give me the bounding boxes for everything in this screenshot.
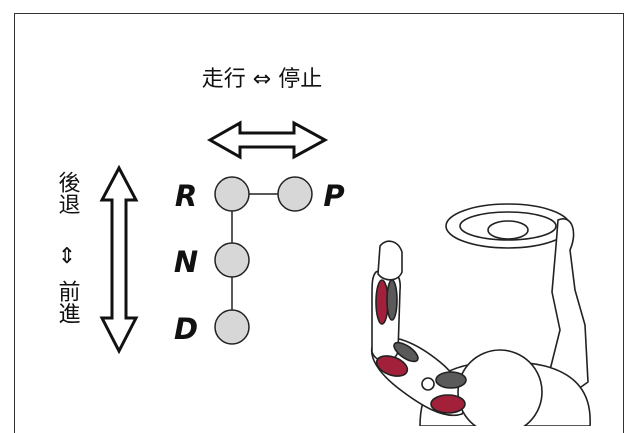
driver-left-hand [377, 240, 403, 281]
muscle-neutral-forearm [386, 279, 398, 321]
forward-label: 前進 [55, 280, 81, 324]
horizontal-double-arrow-icon [206, 120, 329, 160]
vertical-double-arrow-icon [99, 164, 139, 355]
diagram-frame [14, 13, 624, 433]
gear-label-d: D [174, 312, 198, 346]
joint-elbow [421, 377, 435, 391]
reverse-label: 後退 [55, 171, 81, 215]
gear-label-p: P [323, 179, 344, 213]
gear-label-r: R [175, 179, 197, 213]
muscle-active-elbow [375, 355, 409, 377]
gear-node-r[interactable] [214, 176, 250, 212]
gear-node-n[interactable] [214, 242, 250, 278]
gear-label-n: N [174, 245, 198, 279]
gear-node-p[interactable] [277, 176, 313, 212]
muscle-active-shoulder [430, 394, 466, 414]
gear-node-d[interactable] [214, 309, 250, 345]
steering-wheel-icon [445, 203, 571, 249]
drive-stop-label: 走行 ⇔ 停止 [202, 67, 322, 92]
muscle-neutral-upper-arm [393, 341, 419, 363]
vertical-arrow-label: ⇕ [58, 244, 76, 269]
muscle-active-forearm [375, 279, 389, 325]
muscle-neutral-shoulder [435, 371, 467, 389]
driver-figure [371, 203, 591, 426]
driver-right-arm [547, 218, 589, 393]
driver-head [457, 349, 543, 426]
